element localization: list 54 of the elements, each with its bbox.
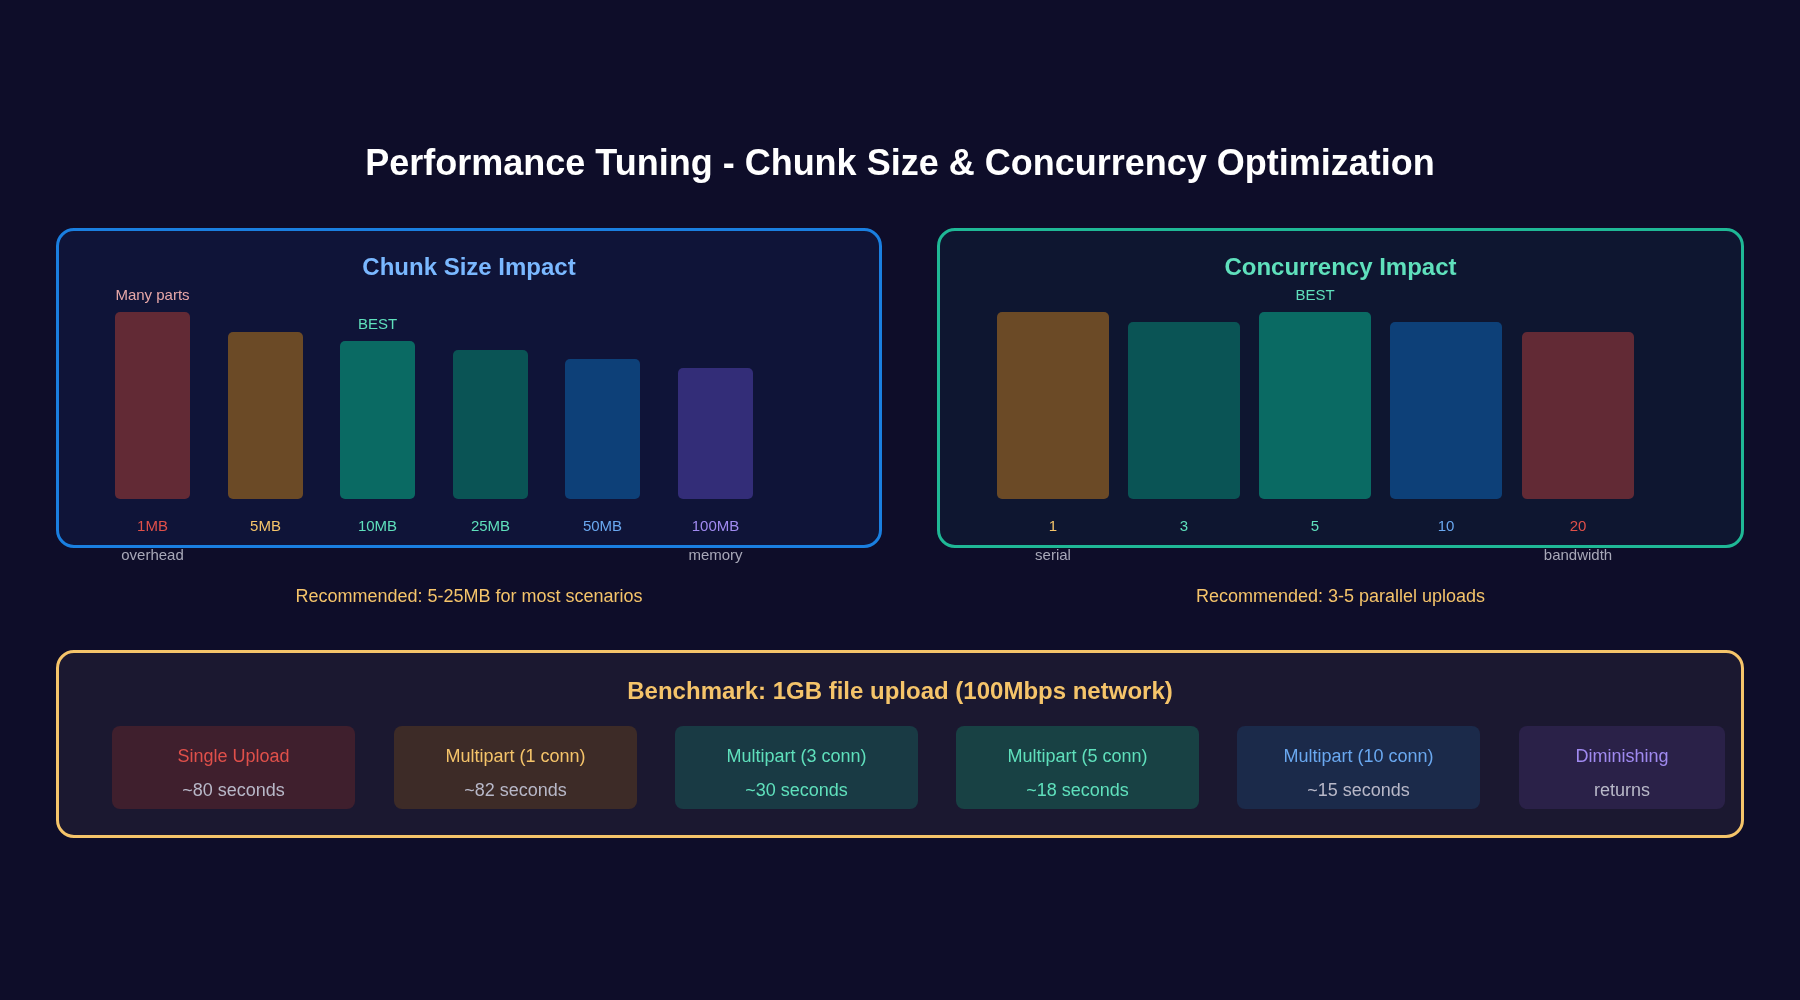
result-card (112, 726, 355, 809)
result-title: Multipart (1 conn) (444, 746, 587, 767)
result-time: returns (1593, 780, 1651, 801)
recommendation-note: Recommended: 3-5 parallel uploads (1194, 586, 1487, 607)
result-time: ~30 seconds (744, 780, 849, 801)
bar-note: memory (687, 546, 744, 563)
bar-note: serial (1034, 546, 1072, 563)
result-time: ~15 seconds (1306, 780, 1411, 801)
panel-heading: Chunk Size Impact (362, 253, 576, 281)
result-card (394, 726, 637, 809)
bar (340, 341, 415, 499)
category-label: 20 (1568, 517, 1588, 534)
bar (997, 312, 1109, 499)
result-time: ~82 seconds (463, 780, 568, 801)
category-label: 100MB (690, 517, 741, 534)
category-label: 50MB (581, 517, 624, 534)
bar (453, 350, 528, 499)
bar (228, 332, 303, 499)
result-title: Diminishing (1574, 746, 1670, 767)
category-label: 3 (1178, 517, 1190, 534)
bar-note: overhead (120, 546, 185, 563)
result-time: ~18 seconds (1025, 780, 1130, 801)
category-label: 5MB (249, 517, 282, 534)
bar-note: BEST (1294, 286, 1336, 303)
category-label: 25MB (469, 517, 512, 534)
result-title: Multipart (3 conn) (725, 746, 868, 767)
category-label: 10 (1436, 517, 1456, 534)
result-title: Multipart (10 conn) (1282, 746, 1435, 767)
bar-note: BEST (356, 315, 399, 332)
bar-note: bandwidth (1542, 546, 1614, 563)
result-title: Multipart (5 conn) (1006, 746, 1149, 767)
panel-heading: Benchmark: 1GB file upload (100Mbps network) (627, 677, 1173, 705)
bar (115, 312, 190, 499)
recommendation-note: Recommended: 5-25MB for most scenarios (294, 586, 644, 607)
bar (1128, 322, 1240, 499)
result-card (675, 726, 918, 809)
category-label: 1MB (136, 517, 169, 534)
bar (1390, 322, 1502, 499)
bar (678, 368, 753, 499)
result-title: Single Upload (176, 746, 291, 767)
bar (1259, 312, 1371, 499)
panel-heading: Concurrency Impact (1224, 253, 1457, 281)
result-card (1237, 726, 1480, 809)
panel-card (56, 650, 1744, 838)
result-card (1519, 726, 1725, 809)
category-label: 1 (1047, 517, 1059, 534)
bar (565, 359, 640, 499)
result-time: ~80 seconds (181, 780, 286, 801)
bar-note: Many parts (114, 286, 191, 303)
category-label: 10MB (356, 517, 399, 534)
result-card (956, 726, 1199, 809)
page-title: Performance Tuning - Chunk Size & Concurrency Optimization (364, 142, 1436, 184)
bar (1522, 332, 1634, 499)
category-label: 5 (1309, 517, 1321, 534)
